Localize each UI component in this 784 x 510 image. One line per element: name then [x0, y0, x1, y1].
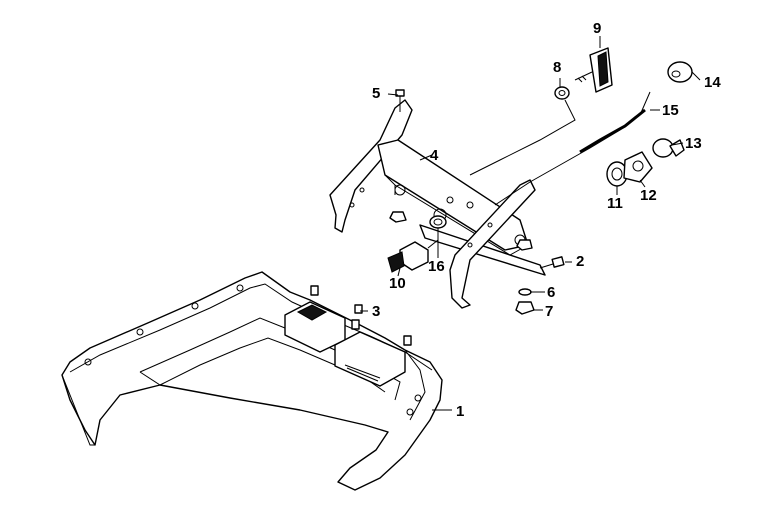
washer-6	[518, 288, 532, 296]
callout-10: 10	[389, 275, 406, 292]
nut-7	[515, 301, 535, 315]
callout-9: 9	[593, 20, 601, 37]
plate-12	[623, 151, 653, 183]
callout-3: 3	[372, 303, 380, 320]
callout-4: 4	[430, 147, 439, 164]
callout-13: 13	[685, 135, 702, 152]
rear-body-panel	[61, 271, 443, 491]
grommet-16	[429, 215, 447, 229]
key-lock-13	[652, 138, 685, 158]
callout-labels: 1 2 3 4 5 6 7 8 9 10 11 12 13 14 15 16	[372, 20, 721, 420]
callout-6: 6	[547, 284, 555, 301]
roller-9	[574, 47, 613, 93]
callout-7: 7	[545, 303, 553, 320]
leader-lines	[360, 36, 701, 411]
callout-12: 12	[640, 187, 657, 204]
mounting-frame	[329, 99, 546, 309]
callout-14: 14	[704, 74, 721, 91]
callout-5: 5	[372, 85, 380, 102]
cable-15	[469, 91, 651, 206]
bolt-5	[395, 89, 405, 112]
callout-8: 8	[553, 59, 561, 76]
callout-11: 11	[607, 195, 623, 212]
washer-8	[554, 86, 570, 100]
bolt-3	[354, 304, 363, 314]
bolt-2	[539, 256, 565, 269]
callout-1: 1	[456, 403, 464, 420]
knob-14	[667, 61, 693, 83]
switch-10	[387, 239, 439, 273]
callout-2: 2	[576, 253, 584, 270]
callout-15: 15	[662, 102, 679, 119]
callout-16: 16	[428, 258, 445, 275]
